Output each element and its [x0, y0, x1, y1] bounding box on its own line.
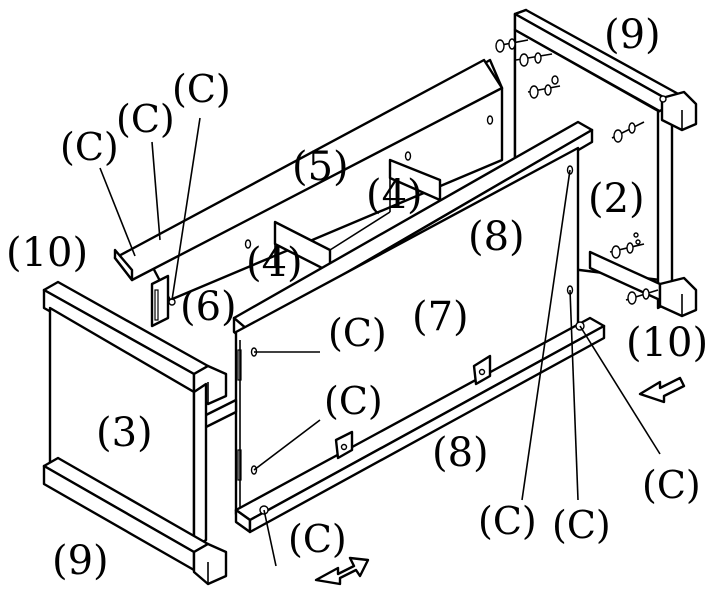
left-frame-front-leg [192, 382, 208, 550]
connector-label-c: (C) [642, 463, 701, 507]
label-10-left: (10) [6, 230, 88, 276]
label-10-right: (10) [626, 320, 708, 366]
connector-label-c: (C) [328, 311, 387, 355]
part-labels: (9) (2) (10) (5) (4) (8) (10) (4) (6) (7… [6, 12, 708, 584]
label-4-right: (4) [366, 172, 423, 218]
connector-label-c: (C) [172, 67, 231, 111]
label-8-top: (8) [468, 214, 525, 260]
bottom-rail-8-face [248, 324, 606, 534]
end-panel-6 [150, 274, 176, 328]
label-9-top: (9) [604, 12, 661, 58]
label-2: (2) [588, 176, 645, 222]
arrow-right [638, 376, 686, 404]
right-frame-front-leg [656, 102, 674, 310]
bottom-rail-cap [658, 276, 698, 318]
end-panel-6-edge [150, 274, 170, 328]
dowel-group-top [495, 38, 645, 143]
connector-labels: (C) (C) (C) (C) (C) (C) (C) (C) (C) [60, 67, 701, 561]
top-rail-cap [660, 90, 698, 132]
direction-arrow-right [638, 376, 686, 404]
label-5: (5) [292, 144, 349, 190]
leader-lines [99, 117, 661, 567]
shelf-line [329, 211, 391, 251]
label-7: (7) [412, 294, 469, 340]
label-8-bottom: (8) [432, 430, 489, 476]
front-panel-7 [232, 120, 606, 534]
bottom-rail-left-cap [192, 542, 228, 586]
label-3: (3) [96, 410, 153, 456]
connector-label-c: (C) [478, 499, 537, 543]
label-4-left: (4) [246, 240, 303, 286]
connector-label-c: (C) [324, 379, 383, 423]
connector-label-c: (C) [288, 517, 347, 561]
connector-label-c: (C) [552, 503, 611, 547]
left-side-frame [42, 280, 238, 586]
arrow-left [314, 556, 370, 586]
dowel-group-bottom [609, 232, 659, 305]
label-6: (6) [180, 284, 237, 330]
connector-label-c: (C) [60, 125, 119, 169]
back-panel-hole [486, 115, 494, 125]
connector-label-c: (C) [116, 97, 175, 141]
frame-hole [659, 95, 667, 103]
back-panel-end [113, 248, 134, 282]
label-9-bottom: (9) [52, 538, 109, 584]
direction-arrow-left [314, 556, 370, 586]
back-panel-5 [113, 58, 504, 302]
